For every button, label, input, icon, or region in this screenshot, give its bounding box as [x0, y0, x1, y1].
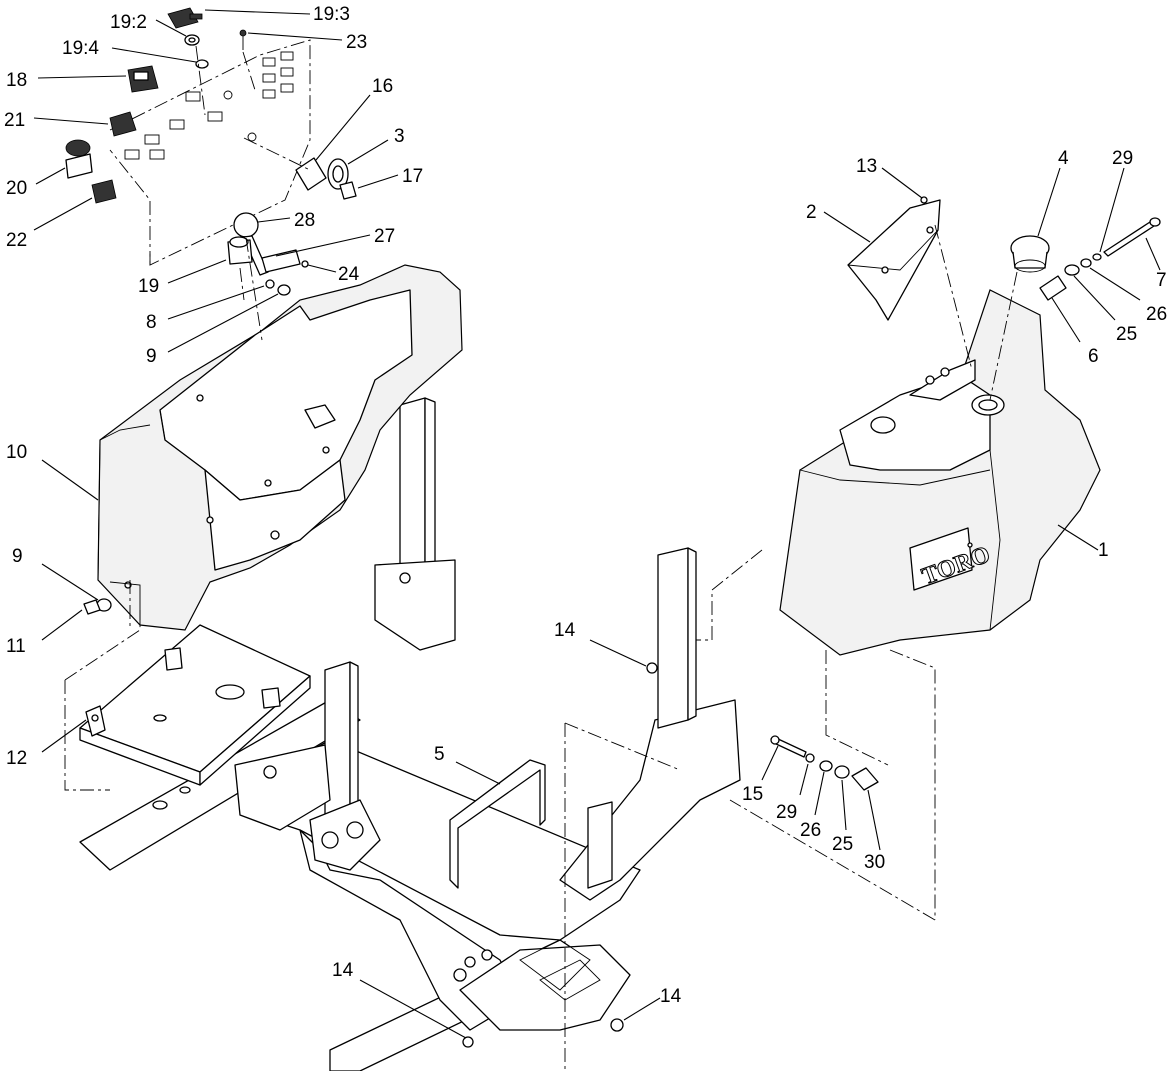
part-13-screw — [920, 196, 928, 204]
part-4-fuel-cap — [1010, 235, 1050, 273]
floor-plate — [79, 624, 311, 810]
callout-labels: 19:3 19:2 23 19:4 18 16 21 3 20 17 22 28… — [4, 4, 1167, 1007]
part-7-bolt — [1103, 217, 1161, 257]
callout-19: 19 — [138, 276, 159, 297]
part-20-knob — [65, 139, 93, 179]
assembly-lines — [64, 45, 1018, 1071]
callout-19-2: 19:2 — [110, 12, 147, 33]
callout-3: 3 — [394, 126, 405, 147]
callout-17: 17 — [402, 166, 423, 187]
callout-24: 24 — [338, 264, 360, 285]
part-5-handle — [449, 759, 546, 889]
part-18-hour-meter — [127, 65, 159, 93]
callout-11: 11 — [6, 636, 26, 657]
part-10-console-pod — [97, 264, 463, 631]
callout-1: 1 — [1098, 540, 1109, 561]
callout-18: 18 — [6, 70, 27, 91]
part-25-washer-upper — [1064, 264, 1080, 276]
callout-23: 23 — [346, 32, 367, 53]
callout-29-lower: 29 — [776, 802, 797, 823]
callout-21: 21 — [4, 110, 25, 131]
callout-13: 13 — [856, 156, 877, 177]
part-1-fuel-tank: TORO — [779, 289, 1101, 656]
part-9-washer-upper — [277, 284, 291, 296]
part-22-switch — [91, 179, 117, 204]
part-17-cam — [339, 181, 357, 200]
part-29-washer-upper — [1092, 253, 1102, 261]
callout-22: 22 — [6, 230, 27, 251]
callout-26-upper: 26 — [1146, 304, 1167, 325]
part-8-bolt — [265, 279, 275, 289]
callout-25-upper: 25 — [1116, 324, 1137, 345]
callout-6: 6 — [1088, 346, 1099, 367]
callout-14-mid: 14 — [554, 620, 576, 641]
part-14-nut-b — [462, 1036, 474, 1048]
part-24-nut — [301, 260, 309, 268]
part-30-spacer — [851, 767, 879, 791]
callout-5: 5 — [434, 744, 445, 765]
callout-12: 12 — [6, 748, 27, 769]
callout-8: 8 — [146, 312, 157, 333]
callout-28: 28 — [294, 210, 315, 231]
part-29-washer-lower — [805, 753, 815, 763]
part-14-nut-c — [610, 1018, 624, 1032]
callout-30: 30 — [864, 852, 885, 873]
leader-lines — [33, 9, 1161, 1039]
part-14-nut-a — [646, 662, 658, 674]
callout-14-bottom-right: 14 — [660, 986, 682, 1007]
part-19-ignition — [227, 236, 253, 265]
callout-19-4: 19:4 — [62, 38, 99, 59]
part-19-4-washer — [195, 59, 209, 69]
part-19-2-nut — [184, 34, 200, 46]
callout-15: 15 — [742, 784, 763, 805]
part-25-washer-lower — [834, 765, 850, 779]
part-26-washer-lower — [819, 760, 833, 772]
callout-27: 27 — [374, 226, 395, 247]
part-26-washer-upper — [1080, 258, 1092, 268]
part-12-bracket — [85, 705, 106, 737]
frame-assembly — [79, 397, 741, 1071]
part-3-washer — [327, 158, 349, 190]
part-19-3-key — [167, 7, 203, 29]
part-21-switch — [109, 111, 137, 137]
callout-29-upper: 29 — [1112, 148, 1133, 169]
callout-19-3: 19:3 — [313, 4, 350, 25]
part-6-spacer-upper — [1039, 275, 1067, 301]
callout-9-lower: 9 — [12, 546, 23, 567]
callout-4: 4 — [1058, 148, 1069, 169]
part-27-bracket — [261, 249, 301, 273]
callout-26-lower: 26 — [800, 820, 821, 841]
callout-25-lower: 25 — [832, 834, 853, 855]
callout-9-upper: 9 — [146, 346, 157, 367]
callout-20: 20 — [6, 178, 27, 199]
part-11-bolt — [83, 599, 101, 615]
part-15-bolt — [770, 735, 807, 758]
control-panel-plate — [109, 39, 311, 266]
part-23-screw — [239, 29, 247, 50]
callout-14-bottom-left: 14 — [332, 960, 354, 981]
callout-10: 10 — [6, 442, 27, 463]
callout-16: 16 — [372, 76, 393, 97]
part-2-heat-shield — [847, 199, 941, 321]
callout-2: 2 — [806, 202, 817, 223]
part-16-lock — [243, 137, 327, 191]
callout-7: 7 — [1156, 270, 1167, 291]
